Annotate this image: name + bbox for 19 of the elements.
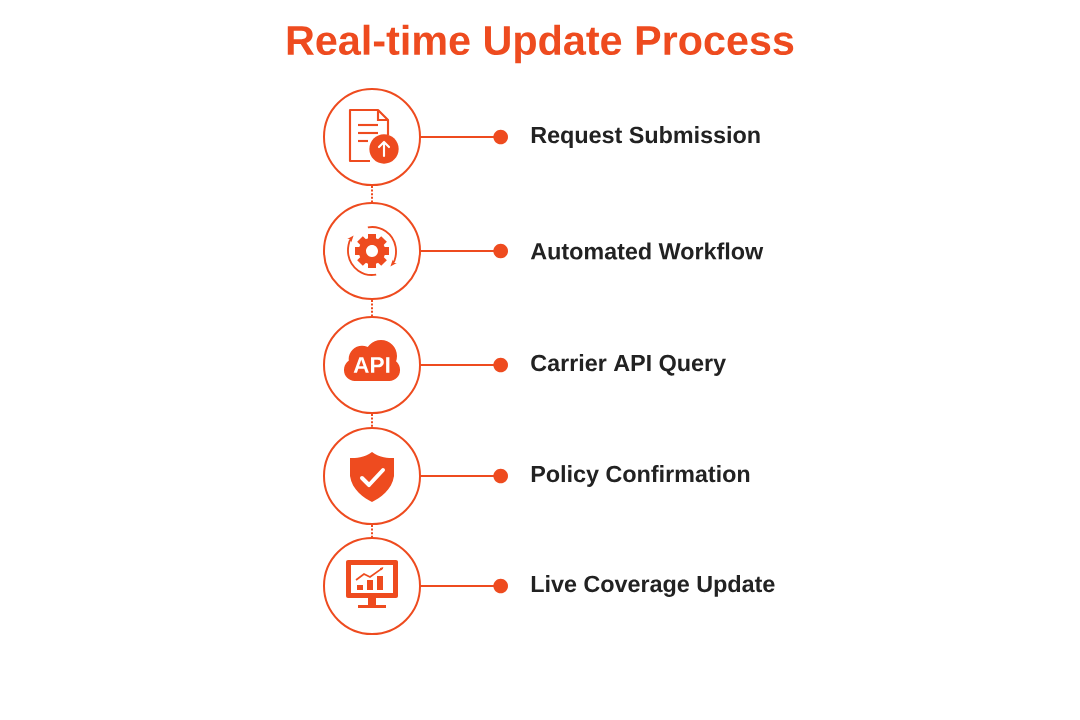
step-label: Carrier API Query [531,354,726,376]
connector-line [371,299,373,317]
leader-line [420,468,508,484]
leader-line [420,129,508,145]
connector-line [371,524,373,538]
leader-line [420,357,508,373]
step-label: Policy Confirmation [531,465,750,487]
leader-line [420,243,508,259]
step-label: Request Submission [531,126,760,148]
step-circle [323,88,421,186]
connector-line [371,185,373,203]
leader-line [420,578,508,594]
title: Real-time Update Process [287,24,794,64]
step-label: Live Coverage Update [531,575,775,597]
step-label: Automated Workflow [530,242,764,260]
step-circle [323,537,421,635]
step-circle [323,202,421,300]
step-circle [323,427,421,525]
connector-line [371,413,373,428]
